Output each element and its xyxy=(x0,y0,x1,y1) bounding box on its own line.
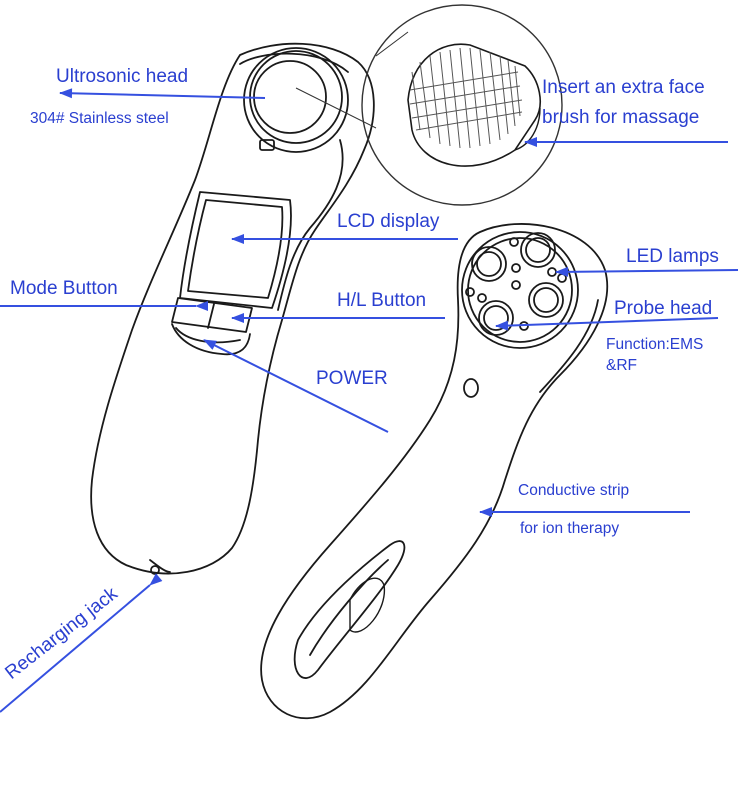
label-lcd-display: LCD display xyxy=(337,211,440,232)
label-conductive-strip: Conductive strip xyxy=(518,482,630,499)
handle-opening-lower xyxy=(349,577,385,633)
label-hl-button: H/L Button xyxy=(337,290,427,311)
led-lamp xyxy=(520,232,556,268)
label-function-line2: &RF xyxy=(606,357,637,374)
arrow-led-lamps xyxy=(555,266,739,277)
led-lamp xyxy=(471,246,507,282)
brush-inset xyxy=(295,4,563,206)
label-probe-head: Probe head xyxy=(614,298,713,319)
ultrasonic-device-body xyxy=(90,42,375,575)
label-ultrasonic-head: Ultrosonic head xyxy=(56,66,189,87)
power-button xyxy=(171,323,251,356)
mode-button xyxy=(171,297,253,333)
handle-opening xyxy=(293,540,406,679)
callout-arrows xyxy=(0,88,739,713)
label-mode-button: Mode Button xyxy=(10,278,118,299)
led-device xyxy=(260,223,609,720)
arrow-recharging-jack xyxy=(0,573,163,713)
ultrasonic-device xyxy=(90,42,375,575)
label-led-lamps: LED lamps xyxy=(626,246,719,267)
face-brush xyxy=(407,43,541,167)
arrow-probe-head xyxy=(495,317,719,331)
label-extra-brush-line2: brush for massage xyxy=(542,107,700,128)
led-lamp xyxy=(478,300,514,336)
label-stainless-steel: 304# Stainless steel xyxy=(30,110,169,127)
label-function-line1: Function:EMS xyxy=(606,336,704,353)
label-power: POWER xyxy=(316,368,388,389)
label-ion-therapy: for ion therapy xyxy=(520,520,620,537)
lcd-panel xyxy=(179,191,292,309)
label-extra-brush-line1: Insert an extra face xyxy=(542,77,705,98)
led-device-body xyxy=(260,223,609,720)
arrow-ultrasonic-head xyxy=(59,88,266,99)
arrow-power xyxy=(203,339,389,433)
led-lamp xyxy=(528,282,564,318)
side-button xyxy=(463,378,479,398)
